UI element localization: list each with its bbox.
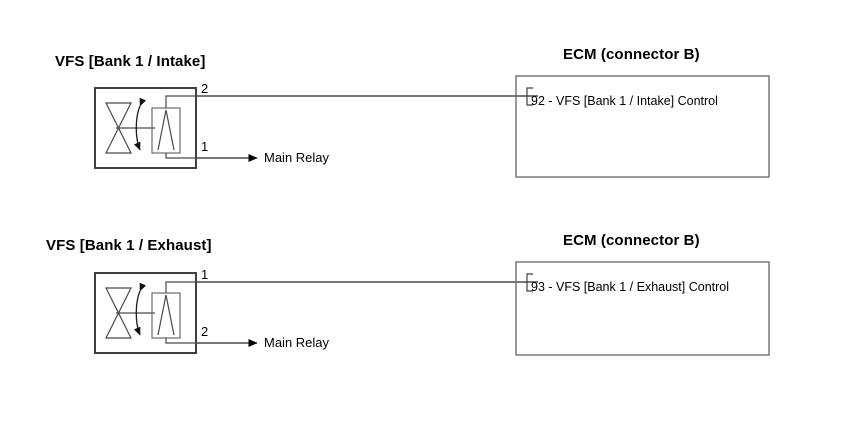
vfs-exhaust-pin-1-label: 1 (201, 267, 209, 282)
ecm-pin-92-text: 92 - VFS [Bank 1 / Intake] Control (531, 94, 718, 108)
ecm-box-exhaust (515, 261, 770, 356)
vfs-exhaust-title: VFS [Bank 1 / Exhaust] (46, 237, 212, 254)
vfs-intake-pin-2-label: 2 (201, 81, 209, 96)
vfs-intake-coil-box (151, 107, 181, 154)
vfs-exhaust-internal-bottom (165, 338, 196, 344)
main-relay-label-intake: Main Relay (264, 150, 330, 165)
vfs-intake-bowtie-symbol (105, 102, 132, 154)
vfs-exhaust-internal-top (165, 281, 196, 293)
vfs-intake-internal-top (165, 95, 196, 108)
ecm-pin-93-text: 93 - VFS [Bank 1 / Exhaust] Control (531, 280, 730, 294)
main-relay-label-exhaust: Main Relay (264, 335, 330, 350)
vfs-intake-variable-arrow (133, 97, 147, 151)
vfs-exhaust-pin-2-label: 2 (201, 324, 209, 339)
ecm-title-exhaust: ECM (connector B) (563, 232, 700, 249)
vfs-exhaust-bowtie-symbol (105, 287, 132, 339)
ecm-pin-bracket-92 (526, 87, 533, 106)
circuit-intake-graphics (94, 75, 770, 178)
vfs-intake-internal-bottom (165, 153, 196, 159)
ecm-title-intake: ECM (connector B) (563, 46, 700, 63)
vfs-exhaust-variable-arrow (133, 282, 147, 336)
vfs-intake-coil-taper (157, 109, 175, 151)
vfs-intake-title: VFS [Bank 1 / Intake] (55, 53, 206, 70)
vfs-exhaust-body (94, 272, 197, 354)
vfs-intake-body (94, 87, 197, 169)
ecm-pin-bracket-93 (526, 273, 533, 292)
vfs-exhaust-coil-box (151, 292, 181, 339)
vfs-exhaust-coil-taper (157, 294, 175, 336)
ecm-box-intake (515, 75, 770, 178)
circuit-exhaust-graphics (94, 261, 770, 356)
vfs-intake-pin-1-label: 1 (201, 139, 209, 154)
